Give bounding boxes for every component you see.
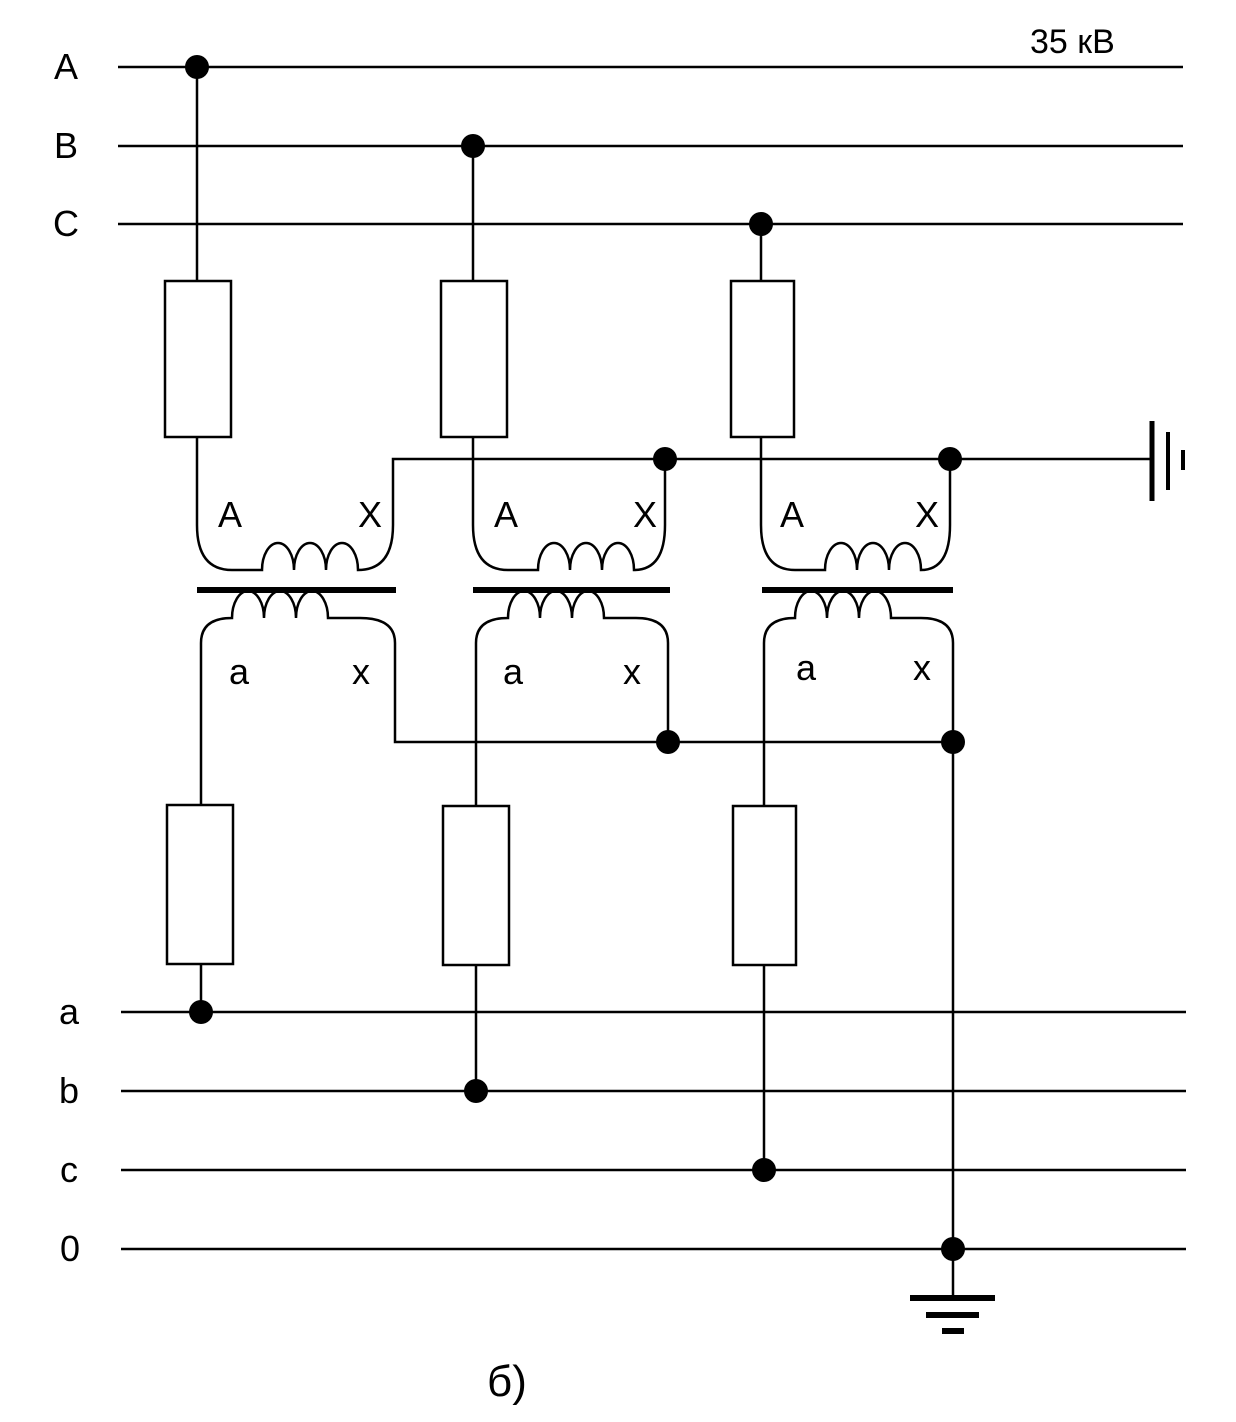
secondary-end-label-3: x: [913, 647, 931, 688]
primary-end-label-1: X: [358, 494, 382, 535]
lv-junction-3: [752, 1158, 776, 1182]
primary-start-label-2: A: [494, 494, 518, 535]
hv-fuse-2: [439, 279, 509, 439]
lv-bus-neutral-label: 0: [60, 1228, 80, 1269]
secondary-neutral: [393, 643, 995, 1334]
lv-fuse-3: [731, 804, 798, 967]
hv-bus-a-label: A: [54, 46, 78, 87]
transformer-unit-1: A X a x: [163, 55, 397, 1024]
transformer-unit-3: A X a x: [729, 212, 955, 1182]
hv-junction-1: [185, 55, 209, 79]
primary-end-label-2: X: [633, 494, 657, 535]
primary-end-label-3: X: [915, 494, 939, 535]
primary-neutral-wire: [391, 457, 1150, 525]
lv-bus-c-label: c: [60, 1149, 78, 1190]
hv-fuse-3: [729, 279, 796, 439]
secondary-winding-2: [474, 589, 670, 670]
secondary-end-label-2: x: [623, 651, 641, 692]
hv-bus-c-label: C: [53, 203, 79, 244]
primary-winding-3: [759, 524, 952, 572]
lv-fuse-1: [165, 803, 235, 966]
hv-junction-2: [461, 134, 485, 158]
lv-bus-b-label: b: [59, 1070, 79, 1111]
primary-start-label-1: A: [218, 494, 242, 535]
hv-bus-group: A B C 35 кВ: [53, 23, 1183, 244]
voltage-label: 35 кВ: [1030, 23, 1115, 61]
primary-winding-2: [471, 524, 667, 572]
secondary-winding-3: [762, 589, 955, 670]
lv-fuse-2: [441, 804, 511, 967]
secondary-winding-1: [199, 589, 397, 670]
lv-junction-2: [464, 1079, 488, 1103]
lv-bus-group: a b c 0: [59, 991, 1186, 1269]
neutral-bus-junction: [941, 1237, 965, 1261]
secondary-start-label-1: a: [229, 651, 250, 692]
transformer-unit-2: A X a x: [439, 134, 670, 1103]
figure-caption: б): [487, 1357, 527, 1406]
lv-bus-a-label: a: [59, 991, 80, 1032]
primary-winding-1: [195, 524, 395, 572]
secondary-start-label-3: a: [796, 647, 817, 688]
secondary-neutral-wire: [393, 643, 953, 744]
hv-junction-3: [749, 212, 773, 236]
hv-bus-b-label: B: [54, 125, 78, 166]
secondary-end-label-1: x: [352, 651, 370, 692]
secondary-start-label-2: a: [503, 651, 524, 692]
primary-start-label-3: A: [780, 494, 804, 535]
lv-junction-1: [189, 1000, 213, 1024]
hv-fuse-1: [163, 279, 233, 439]
